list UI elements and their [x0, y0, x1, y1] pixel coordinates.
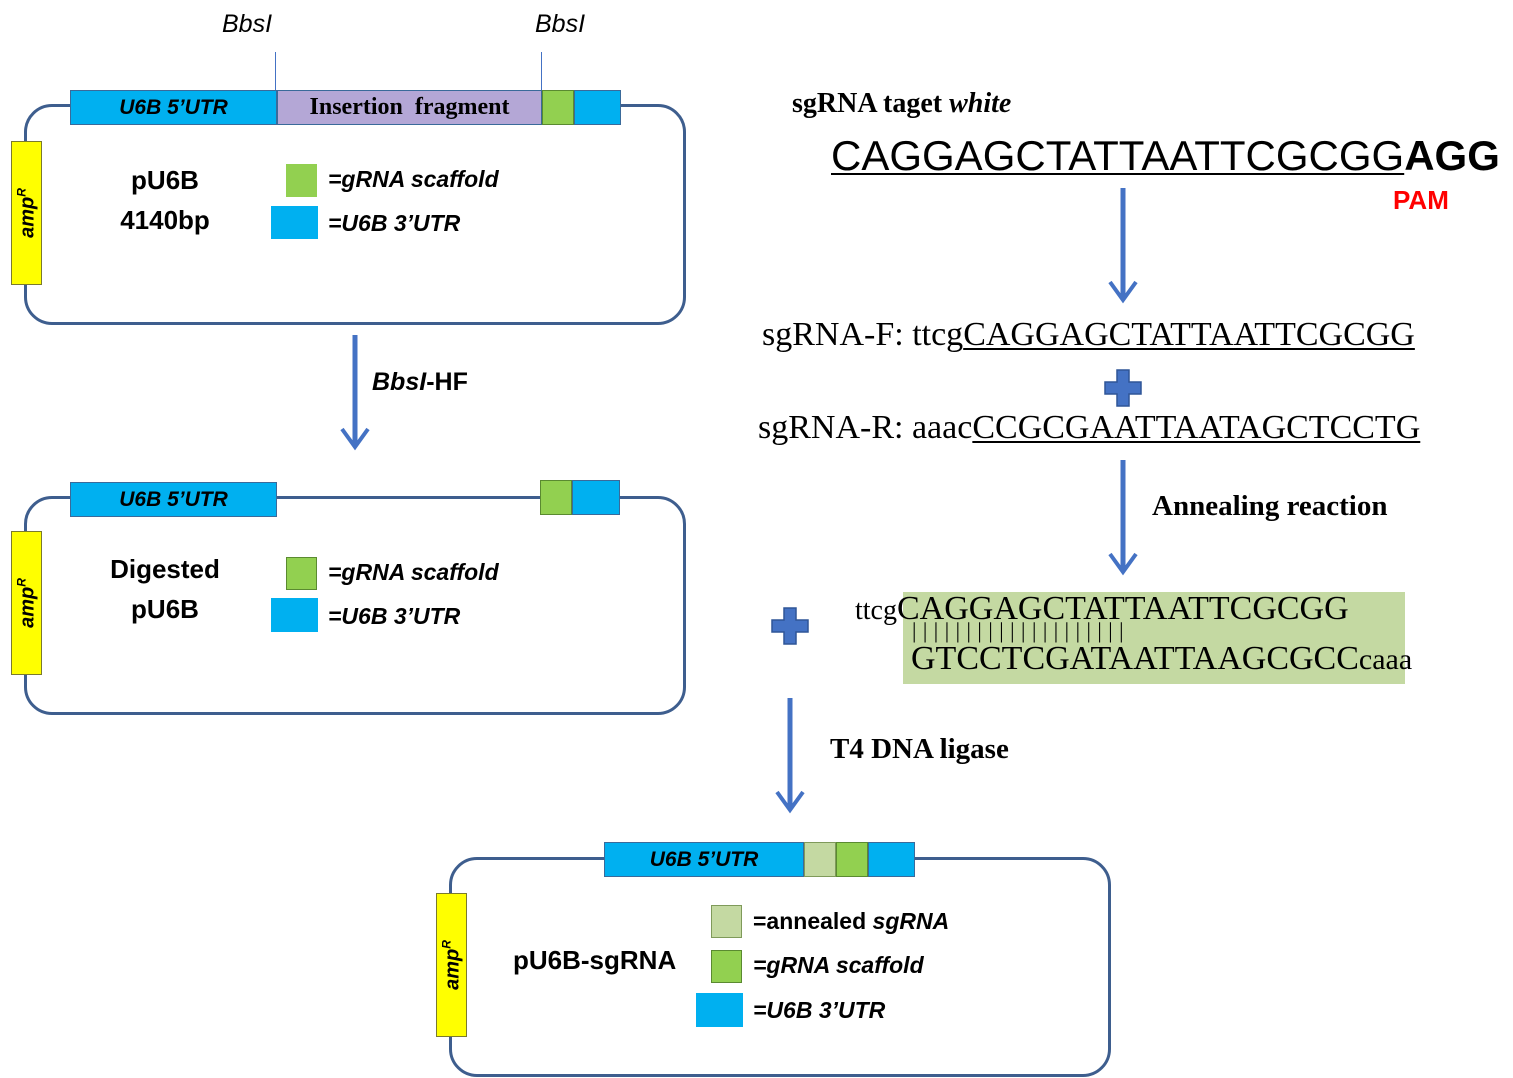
legend-utr3-label-1: =U6B 3’UTR: [328, 210, 461, 236]
amp-resistance-gene-1: ampR: [11, 141, 42, 285]
duplex-top-strand: ttcgCAGGAGCTATTAATTCGCGG: [855, 590, 1349, 627]
legend-utr3-swatch-3: [696, 993, 743, 1027]
arrow-down-oligo-design: [1108, 188, 1138, 304]
amp-label: ampR: [14, 188, 38, 238]
step-label-ligase: T4 DNA ligase: [830, 733, 1009, 765]
pam-label: PAM: [1393, 185, 1449, 215]
legend-scaffold-swatch-1: [286, 164, 317, 197]
grna-scaffold-segment-3: [836, 842, 868, 877]
step-label-annealing: Annealing reaction: [1152, 490, 1388, 522]
legend-utr3-swatch-2: [271, 598, 318, 632]
legend-scaffold-label-1: =gRNA scaffold: [328, 166, 499, 192]
u6b-3utr-segment-1: [574, 90, 621, 125]
legend-utr3-swatch-1: [271, 206, 318, 239]
bbsi-site-label-left: BbsI: [222, 10, 273, 38]
legend-annealed-label: =annealed sgRNA: [753, 908, 950, 934]
u6b-5utr-segment-3: U6B 5’UTR: [604, 842, 804, 877]
legend-annealed-swatch: [711, 905, 742, 938]
arrow-down-ligation: [775, 698, 805, 814]
amp-label: ampR: [14, 578, 38, 628]
legend-scaffold-label-3: =gRNA scaffold: [753, 952, 924, 978]
oligo-reverse: sgRNA-R: aaacCCGCGAATTAATAGCTCCTG: [758, 409, 1421, 446]
plasmid-name-digested: Digested pU6B: [110, 554, 220, 624]
annealed-duplex-highlight: [903, 592, 1405, 684]
plasmid-name-pu6b: pU6B 4140bp: [120, 165, 210, 235]
u6b-5utr-segment-1: U6B 5’UTR: [70, 90, 277, 125]
bbsi-site-tick-right: [541, 52, 542, 90]
target-sequence: CAGGAGCTATTAATTCGCGGAGG: [831, 132, 1500, 179]
insertion-fragment-segment: Insertion fragment: [277, 90, 542, 125]
step-label-digest: BbsI-HF: [372, 368, 468, 396]
legend-utr3-label-3: =U6B 3’UTR: [753, 997, 886, 1023]
plus-icon-oligos: [1104, 369, 1142, 407]
grna-scaffold-segment-2: [540, 480, 572, 515]
u6b-5utr-segment-2: U6B 5’UTR: [70, 482, 277, 517]
duplex-bottom-strand: GTCCTCGATAATTAAGCGCCcaaa: [911, 640, 1413, 677]
u6b-3utr-segment-3: [868, 842, 915, 877]
amp-resistance-gene-2: ampR: [11, 531, 42, 675]
legend-scaffold-label-2: =gRNA scaffold: [328, 559, 499, 585]
bbsi-site-tick-left: [275, 52, 276, 90]
amp-resistance-gene-3: ampR: [436, 893, 467, 1037]
oligo-forward: sgRNA-F: ttcgCAGGAGCTATTAATTCGCGG: [762, 316, 1415, 353]
annealed-sgrna-segment: [804, 842, 836, 877]
legend-utr3-label-2: =U6B 3’UTR: [328, 603, 461, 629]
duplex-base-pairs: | | | | | | | | | | | | | | | | | | | |: [912, 618, 1125, 643]
sgrna-target-title: sgRNA taget white: [792, 88, 1012, 119]
legend-scaffold-swatch-3: [711, 950, 742, 983]
plasmid-name-pu6b-sgrna: pU6B-sgRNA: [513, 945, 677, 975]
grna-scaffold-segment-1: [542, 90, 574, 125]
amp-label: ampR: [439, 940, 463, 990]
legend-scaffold-swatch-2: [286, 557, 317, 590]
bbsi-site-label-right: BbsI: [535, 10, 586, 38]
plus-icon-ligation: [771, 607, 809, 645]
arrow-down-digest: [340, 335, 370, 451]
u6b-3utr-segment-2: [572, 480, 620, 515]
arrow-down-annealing: [1108, 460, 1138, 576]
